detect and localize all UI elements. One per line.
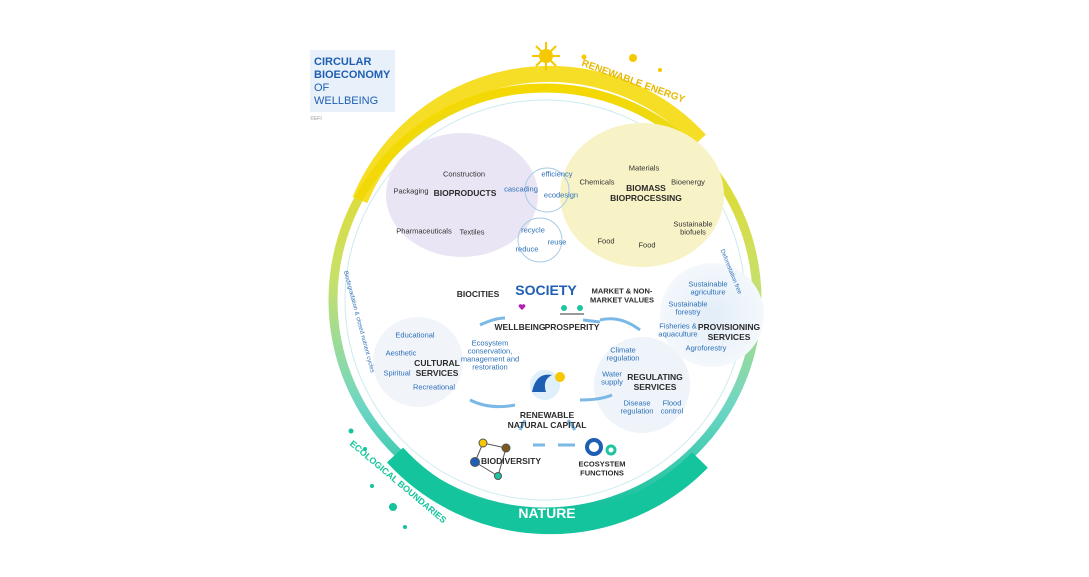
biofuels-label: Sustainable xyxy=(673,219,713,229)
society-heading: SOCIETY xyxy=(515,281,577,298)
bioenergy-label: Bioenergy xyxy=(671,177,705,187)
agriculture-label: Sustainable xyxy=(688,279,728,289)
nature-label: NATURE xyxy=(518,504,576,521)
gear-icon xyxy=(585,438,617,456)
market-values-label: MARKET VALUES xyxy=(589,295,655,305)
reuse-label: reuse xyxy=(547,237,567,247)
disease-label: regulation xyxy=(620,406,654,416)
materials-label: Materials xyxy=(628,163,660,173)
title-line: BIOECONOMY xyxy=(314,69,391,81)
forestry-label: Sustainable xyxy=(668,299,708,309)
provisioning-heading: PROVISIONING xyxy=(697,322,761,333)
flood-label: control xyxy=(660,406,684,416)
climate-label: Climate xyxy=(610,345,636,355)
biodiversity-icon xyxy=(470,438,511,480)
conservation-label: management and xyxy=(460,354,520,364)
climate-label: regulation xyxy=(606,353,640,363)
cascading-label: cascading xyxy=(504,184,538,194)
cultural-heading: SERVICES xyxy=(415,368,459,379)
regulating-heading: SERVICES xyxy=(633,382,677,393)
biocities-label: BIOCITIES xyxy=(456,289,500,300)
biodiversity-label: BIODIVERSITY xyxy=(481,456,541,467)
provisioning-blob xyxy=(660,263,764,367)
conservation-label: Ecosystem xyxy=(471,338,509,348)
bioproducts-blob xyxy=(386,133,538,257)
capital-label: RENEWABLE xyxy=(519,410,575,421)
heart-icon xyxy=(518,304,526,310)
boundary-dots xyxy=(348,428,407,529)
fisheries-label: aquaculture xyxy=(658,329,698,339)
agroforestry-label: Agroforestry xyxy=(685,343,727,353)
flood-label: Flood xyxy=(662,398,682,408)
title-line: OF WELLBEING xyxy=(314,82,379,107)
construction-label: Construction xyxy=(442,169,486,179)
biomass-blob xyxy=(560,123,724,267)
chemicals-label: Chemicals xyxy=(579,177,615,187)
food-label: Food xyxy=(638,240,656,250)
capital-label: NATURAL CAPITAL xyxy=(507,420,587,431)
diagram-title: CIRCULAR BIOECONOMY OF WELLBEING xyxy=(310,50,395,112)
educational-label: Educational xyxy=(395,330,435,340)
efficiency-label: efficiency xyxy=(541,169,573,179)
disease-label: Disease xyxy=(623,398,651,408)
recycle-label: recycle xyxy=(521,225,545,235)
textiles-label: Textiles xyxy=(459,227,485,237)
ecosystem-functions-label: ECOSYSTEM xyxy=(578,459,626,469)
pharmaceuticals-label: Pharmaceuticals xyxy=(396,226,452,236)
packaging-label: Packaging xyxy=(393,186,429,196)
biofuels-label: biofuels xyxy=(680,227,706,237)
regulating-heading: REGULATING xyxy=(627,372,683,383)
aesthetic-label: Aesthetic xyxy=(385,348,417,358)
food-label: Food xyxy=(597,236,615,246)
sun-icon xyxy=(532,42,560,70)
water-label: Water xyxy=(602,369,622,379)
recreational-label: Recreational xyxy=(412,382,456,392)
fisheries-label: Fisheries & xyxy=(659,321,697,331)
market-values-label: MARKET & NON- xyxy=(591,286,653,296)
ecodesign-label: ecodesign xyxy=(543,190,579,200)
nature-arc xyxy=(386,447,708,535)
flow-arrows xyxy=(469,316,641,447)
forestry-label: forestry xyxy=(675,307,701,317)
people-scale-icon xyxy=(560,305,584,315)
conservation-label: restoration xyxy=(472,362,508,372)
copyright: ©EFI xyxy=(310,116,322,123)
wave-icon xyxy=(530,370,565,400)
bioprocessing-heading: BIOPROCESSING xyxy=(610,193,682,204)
bioproducts-heading: BIOPRODUCTS xyxy=(433,188,497,199)
water-label: supply xyxy=(601,377,623,387)
provisioning-heading: SERVICES xyxy=(707,332,751,343)
regulating-blob xyxy=(594,337,690,433)
conservation-label: conservation, xyxy=(467,346,513,356)
title-line: CIRCULAR xyxy=(314,56,372,68)
agriculture-label: agriculture xyxy=(690,287,726,297)
wellbeing-label: WELLBEING xyxy=(494,322,546,333)
reduce-label: reduce xyxy=(515,244,539,254)
prosperity-label: PROSPERITY xyxy=(544,322,600,333)
ecosystem-functions-label: FUNCTIONS xyxy=(580,468,624,478)
spiritual-label: Spiritual xyxy=(383,368,411,378)
cultural-heading: CULTURAL xyxy=(414,358,460,369)
cultural-blob xyxy=(373,317,463,407)
biomass-heading: BIOMASS xyxy=(626,183,666,194)
energy-arc xyxy=(352,65,706,204)
